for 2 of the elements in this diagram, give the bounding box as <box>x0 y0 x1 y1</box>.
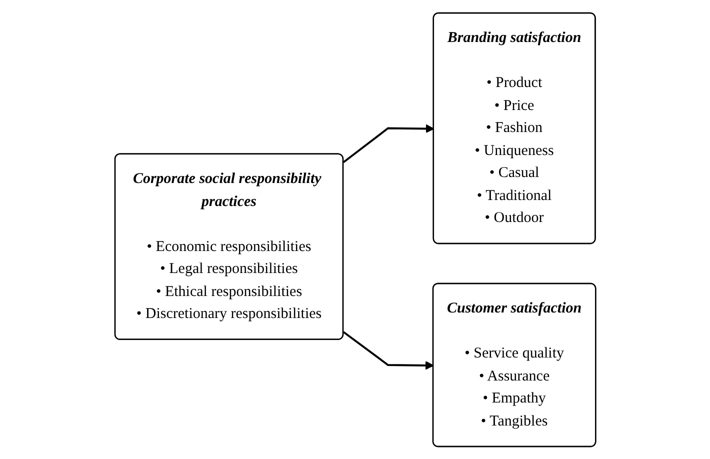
arrow <box>342 330 434 370</box>
arrow <box>342 124 434 163</box>
